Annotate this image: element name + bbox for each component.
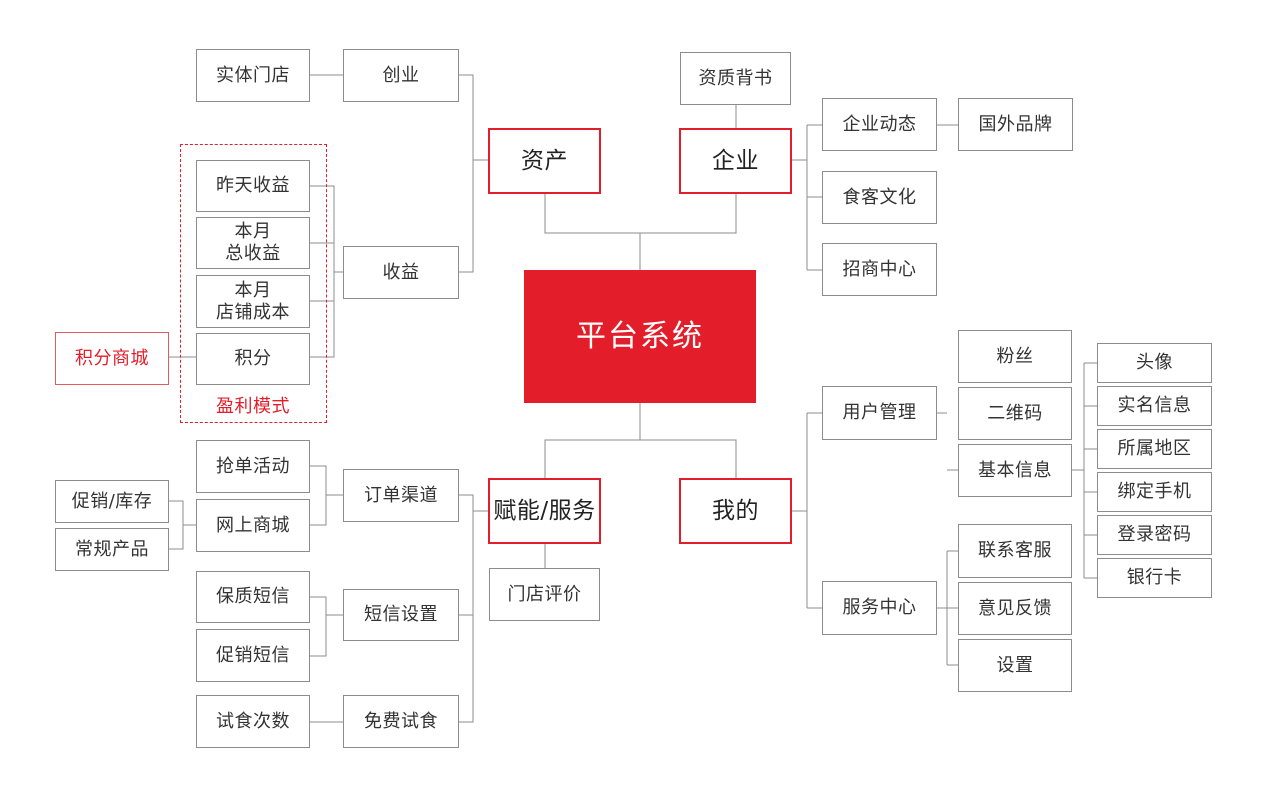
profit-model-label: 盈利模式 bbox=[216, 396, 290, 417]
node-income: 收益 bbox=[343, 246, 459, 299]
node-sms-settings: 短信设置 bbox=[343, 589, 459, 641]
link-order bbox=[310, 465, 343, 526]
node-feedback: 意见反馈 bbox=[958, 582, 1072, 635]
node-regular-product: 常规产品 bbox=[55, 528, 169, 571]
node-physical-store: 实体门店 bbox=[196, 49, 310, 102]
node-income-month-cost: 本月 店铺成本 bbox=[196, 275, 310, 328]
node-foreign-brand: 国外品牌 bbox=[958, 98, 1073, 151]
node-real-name-info: 实名信息 bbox=[1097, 386, 1212, 426]
node-promo-stock: 促销/库存 bbox=[55, 480, 169, 523]
node-service-center: 服务中心 bbox=[822, 581, 937, 635]
link-assets bbox=[459, 74, 489, 273]
node-mine: 我的 bbox=[679, 478, 792, 544]
link-service bbox=[937, 550, 958, 666]
node-user-management: 用户管理 bbox=[822, 386, 937, 440]
node-points-mall: 积分商城 bbox=[55, 332, 169, 385]
node-empower-service: 赋能/服务 bbox=[488, 478, 601, 544]
node-online-mall: 网上商城 bbox=[196, 499, 310, 552]
link-user-mgmt bbox=[937, 412, 958, 471]
node-sms-promo: 促销短信 bbox=[196, 629, 310, 682]
node-store-review: 门店评价 bbox=[489, 568, 600, 621]
node-trial-count: 试食次数 bbox=[196, 695, 310, 748]
node-assets: 资产 bbox=[488, 128, 601, 194]
node-diner-culture: 食客文化 bbox=[822, 171, 937, 224]
center-node-platform: 平台系统 bbox=[524, 270, 756, 403]
node-bank-card: 银行卡 bbox=[1097, 558, 1212, 598]
link-empower bbox=[459, 494, 489, 723]
node-sms-shelf-life: 保质短信 bbox=[196, 571, 310, 623]
link-sms bbox=[310, 596, 343, 657]
node-income-month-total: 本月 总收益 bbox=[196, 217, 310, 269]
node-enterprise-news: 企业动态 bbox=[822, 98, 937, 151]
node-points: 积分 bbox=[196, 333, 310, 385]
link-mine bbox=[791, 412, 822, 609]
node-franchise-center: 招商中心 bbox=[822, 243, 937, 296]
node-login-password: 登录密码 bbox=[1097, 515, 1212, 555]
link-enterprise bbox=[791, 124, 822, 271]
link-income-items bbox=[310, 185, 343, 358]
node-startup: 创业 bbox=[343, 49, 459, 102]
node-credential: 资质背书 bbox=[680, 52, 791, 105]
profit-model-group bbox=[180, 144, 327, 423]
link-online bbox=[169, 500, 196, 550]
node-contact-service: 联系客服 bbox=[958, 524, 1072, 578]
node-income-yesterday: 昨天收益 bbox=[196, 160, 310, 212]
node-grab-order: 抢单活动 bbox=[196, 440, 310, 493]
node-fans: 粉丝 bbox=[958, 330, 1072, 383]
node-order-channel: 订单渠道 bbox=[343, 469, 459, 522]
node-qrcode: 二维码 bbox=[958, 387, 1072, 440]
node-free-trial: 免费试食 bbox=[343, 695, 459, 748]
link-basic-info bbox=[1072, 362, 1097, 579]
node-settings: 设置 bbox=[958, 639, 1072, 692]
node-bind-phone: 绑定手机 bbox=[1097, 472, 1212, 512]
node-avatar: 头像 bbox=[1097, 343, 1212, 383]
link-center-top bbox=[544, 194, 737, 270]
node-region: 所属地区 bbox=[1097, 429, 1212, 469]
link-center-bottom bbox=[544, 403, 737, 478]
node-enterprise: 企业 bbox=[679, 128, 792, 194]
node-basic-info: 基本信息 bbox=[958, 444, 1072, 497]
